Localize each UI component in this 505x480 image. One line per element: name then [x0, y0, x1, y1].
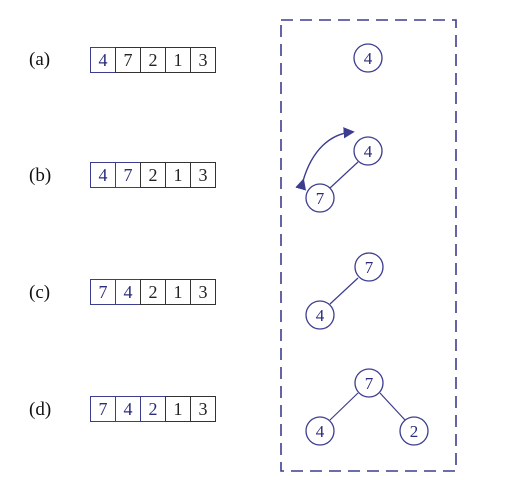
tree-edge	[379, 392, 406, 421]
array-cell: 1	[165, 396, 191, 422]
tree-node	[305, 300, 335, 330]
tree-node	[305, 416, 335, 446]
tree-node	[353, 136, 383, 166]
array-cell: 1	[165, 47, 191, 73]
array-a: 4 7 2 1 3	[90, 47, 216, 73]
array-d: 7 4 2 1 3	[90, 396, 216, 422]
array-cell: 2	[140, 162, 166, 188]
tree-node	[354, 252, 384, 282]
tree-node	[353, 43, 383, 73]
tree-node-label: 4	[316, 422, 325, 441]
array-cell: 2	[140, 396, 166, 422]
array-b: 4 7 2 1 3	[90, 162, 216, 188]
array-cell: 3	[190, 162, 216, 188]
array-cell: 7	[90, 279, 116, 305]
tree-c: 7 4	[305, 252, 384, 330]
step-label-d: (d)	[29, 399, 52, 420]
tree-edge	[329, 392, 359, 421]
array-cell: 1	[165, 162, 191, 188]
array-cell: 3	[190, 47, 216, 73]
array-cell: 4	[115, 396, 141, 422]
tree-node-label: 4	[364, 49, 373, 68]
tree-node-label: 4	[316, 306, 325, 325]
array-cell: 2	[140, 47, 166, 73]
tree-a: 4	[353, 43, 383, 73]
array-cell: 3	[190, 396, 216, 422]
dashed-frame	[280, 19, 457, 472]
tree-node	[305, 183, 335, 213]
array-cell: 3	[190, 279, 216, 305]
tree-edge	[329, 277, 359, 305]
tree-node-label: 4	[364, 142, 373, 161]
step-label-c: (c)	[29, 282, 51, 303]
tree-node	[354, 368, 384, 398]
tree-node-label: 7	[365, 258, 374, 277]
array-cell: 7	[90, 396, 116, 422]
tree-b: 4 7	[295, 127, 383, 213]
tree-node-label: 7	[316, 189, 325, 208]
array-cell: 2	[140, 279, 166, 305]
array-c: 7 4 2 1 3	[90, 279, 216, 305]
tree-node-label: 7	[365, 374, 374, 393]
tree-node	[399, 416, 429, 446]
tree-d: 7 4 2	[305, 368, 429, 446]
swap-arrow-icon	[295, 127, 355, 191]
step-label-a: (a)	[29, 49, 51, 70]
step-label-b: (b)	[29, 165, 52, 186]
tree-node-label: 2	[410, 422, 419, 441]
tree-edge	[329, 161, 359, 189]
